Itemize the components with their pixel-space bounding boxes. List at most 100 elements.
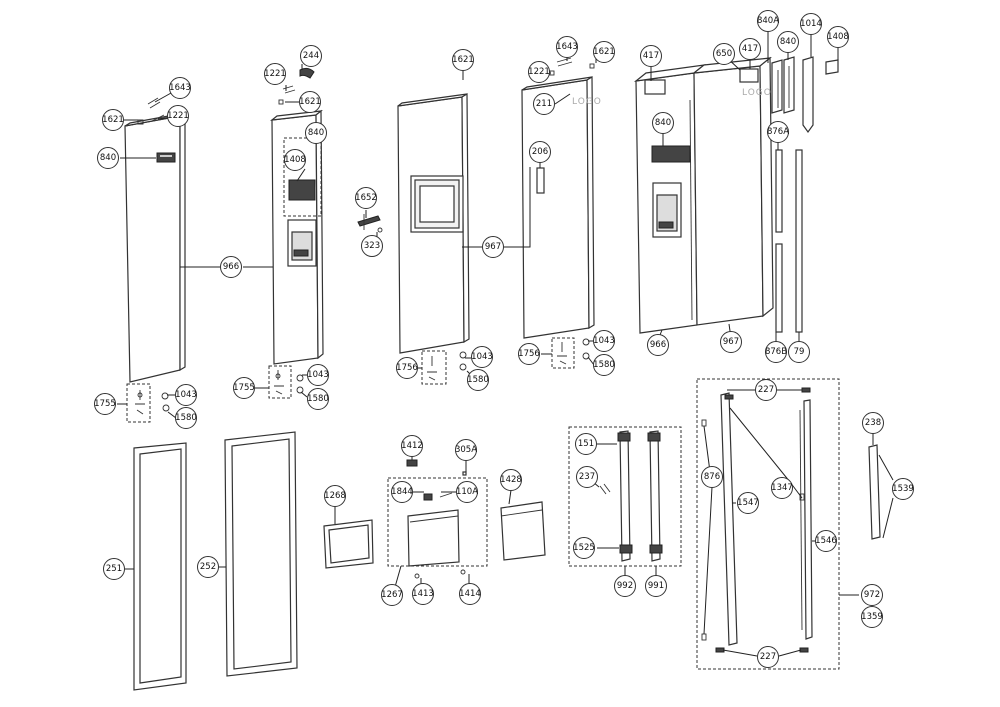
callout-966: 966	[647, 334, 669, 356]
callout-label: 1652	[355, 193, 377, 203]
callout-label: 650	[716, 49, 732, 59]
callout-323: 323	[361, 235, 383, 257]
callout-label: 1347	[771, 483, 793, 493]
callout-bubbles: 1643122116218409661755104315802441221162…	[94, 10, 914, 668]
callout-circle	[757, 646, 779, 668]
callout-circle	[739, 38, 761, 60]
callout-label: 1580	[175, 413, 197, 423]
callout-label: 206	[532, 147, 548, 157]
callout-circle	[467, 369, 489, 391]
callout-circle	[381, 584, 403, 606]
callout-label: 1413	[412, 589, 434, 599]
callout-1580: 1580	[467, 369, 489, 391]
callout-circle	[456, 481, 478, 503]
callout-1221: 1221	[167, 105, 189, 127]
callout-227: 227	[755, 379, 777, 401]
callout-238: 238	[862, 412, 884, 434]
callout-circle	[575, 433, 597, 455]
callout-1580: 1580	[175, 407, 197, 429]
callout-966: 966	[220, 256, 242, 278]
callout-417: 417	[739, 38, 761, 60]
callout-label: 1643	[169, 83, 191, 93]
callout-label: 1621	[299, 97, 321, 107]
callout-650: 650	[713, 43, 735, 65]
callout-circle	[892, 478, 914, 500]
callout-label: 305A	[455, 445, 477, 455]
callout-circle	[755, 379, 777, 401]
callout-label: 1428	[500, 475, 522, 485]
callout-1414: 1414	[459, 583, 481, 605]
callout-label: 251	[106, 564, 122, 574]
callout-1428: 1428	[500, 469, 522, 491]
callout-label: 1014	[800, 19, 822, 29]
callout-991: 991	[645, 575, 667, 597]
dispenser-assembly-box	[387, 459, 488, 579]
callout-label: 1643	[556, 42, 578, 52]
callout-label: 252	[200, 562, 216, 572]
callout-840: 840	[777, 31, 799, 53]
callout-840A: 840A	[757, 10, 779, 32]
trim-bar-238	[868, 444, 881, 540]
callout-1621: 1621	[299, 91, 321, 113]
callout-251: 251	[103, 558, 125, 580]
callout-151: 151	[575, 433, 597, 455]
callout-label: 79	[794, 347, 805, 357]
callout-1547: 1547	[737, 492, 759, 514]
callout-circle	[455, 439, 477, 461]
hinge-kit-box-1756a	[421, 350, 467, 385]
callout-label: 1756	[396, 363, 418, 373]
callout-1539: 1539	[892, 478, 914, 500]
callout-1546: 1546	[815, 530, 837, 552]
callout-1652: 1652	[355, 187, 377, 209]
callout-label: 840	[780, 37, 796, 47]
callout-label: 1546	[815, 536, 837, 546]
callout-305A: 305A	[455, 439, 477, 461]
callout-label: 1547	[737, 498, 759, 508]
callout-1756: 1756	[396, 357, 418, 379]
callout-circle	[482, 236, 504, 258]
callout-circle	[97, 147, 119, 169]
callout-circle	[175, 407, 197, 429]
callout-circle	[412, 583, 434, 605]
callout-circle	[556, 36, 578, 58]
callout-972: 972	[861, 584, 883, 606]
callout-label: 992	[617, 581, 633, 591]
callout-label: 840	[100, 153, 116, 163]
assembled-refrigerator: LOGO	[633, 56, 774, 334]
callout-label: 876A	[767, 127, 789, 137]
callout-967: 967	[720, 331, 742, 353]
door-top-parts-244	[278, 67, 315, 105]
callout-circle	[593, 330, 615, 352]
callout-label: 1580	[593, 360, 615, 370]
callout-label: 1414	[459, 589, 481, 599]
callout-label: 1043	[593, 336, 615, 346]
handle-kit-box	[568, 426, 682, 567]
callout-circle	[307, 388, 329, 410]
callout-circle	[640, 45, 662, 67]
callout-circle	[593, 354, 615, 376]
logo-text-fridge: LOGO	[742, 88, 772, 98]
left-door-rear-panel	[270, 109, 324, 365]
callout-circle	[647, 334, 669, 356]
callout-label: 967	[723, 337, 739, 347]
callout-label: 972	[864, 590, 880, 600]
callout-circle	[593, 41, 615, 63]
callout-1221: 1221	[528, 61, 550, 83]
callout-840: 840	[97, 147, 119, 169]
callout-211: 211	[533, 93, 555, 115]
callout-label: 876B	[765, 347, 787, 357]
callout-label: 966	[223, 262, 239, 272]
callout-circle	[573, 537, 595, 559]
callout-1756: 1756	[518, 343, 540, 365]
callout-label: 237	[579, 472, 595, 482]
callout-1043: 1043	[471, 346, 493, 368]
callout-circle	[777, 31, 799, 53]
callout-1408: 1408	[827, 26, 849, 48]
callout-circle	[471, 346, 493, 368]
callout-circle	[576, 466, 598, 488]
callout-label: 1221	[264, 69, 286, 79]
callout-label: 991	[648, 581, 664, 591]
frame-parts-box	[696, 378, 840, 670]
callout-circle	[765, 341, 787, 363]
hinge-kit-box-1756b	[551, 337, 590, 369]
